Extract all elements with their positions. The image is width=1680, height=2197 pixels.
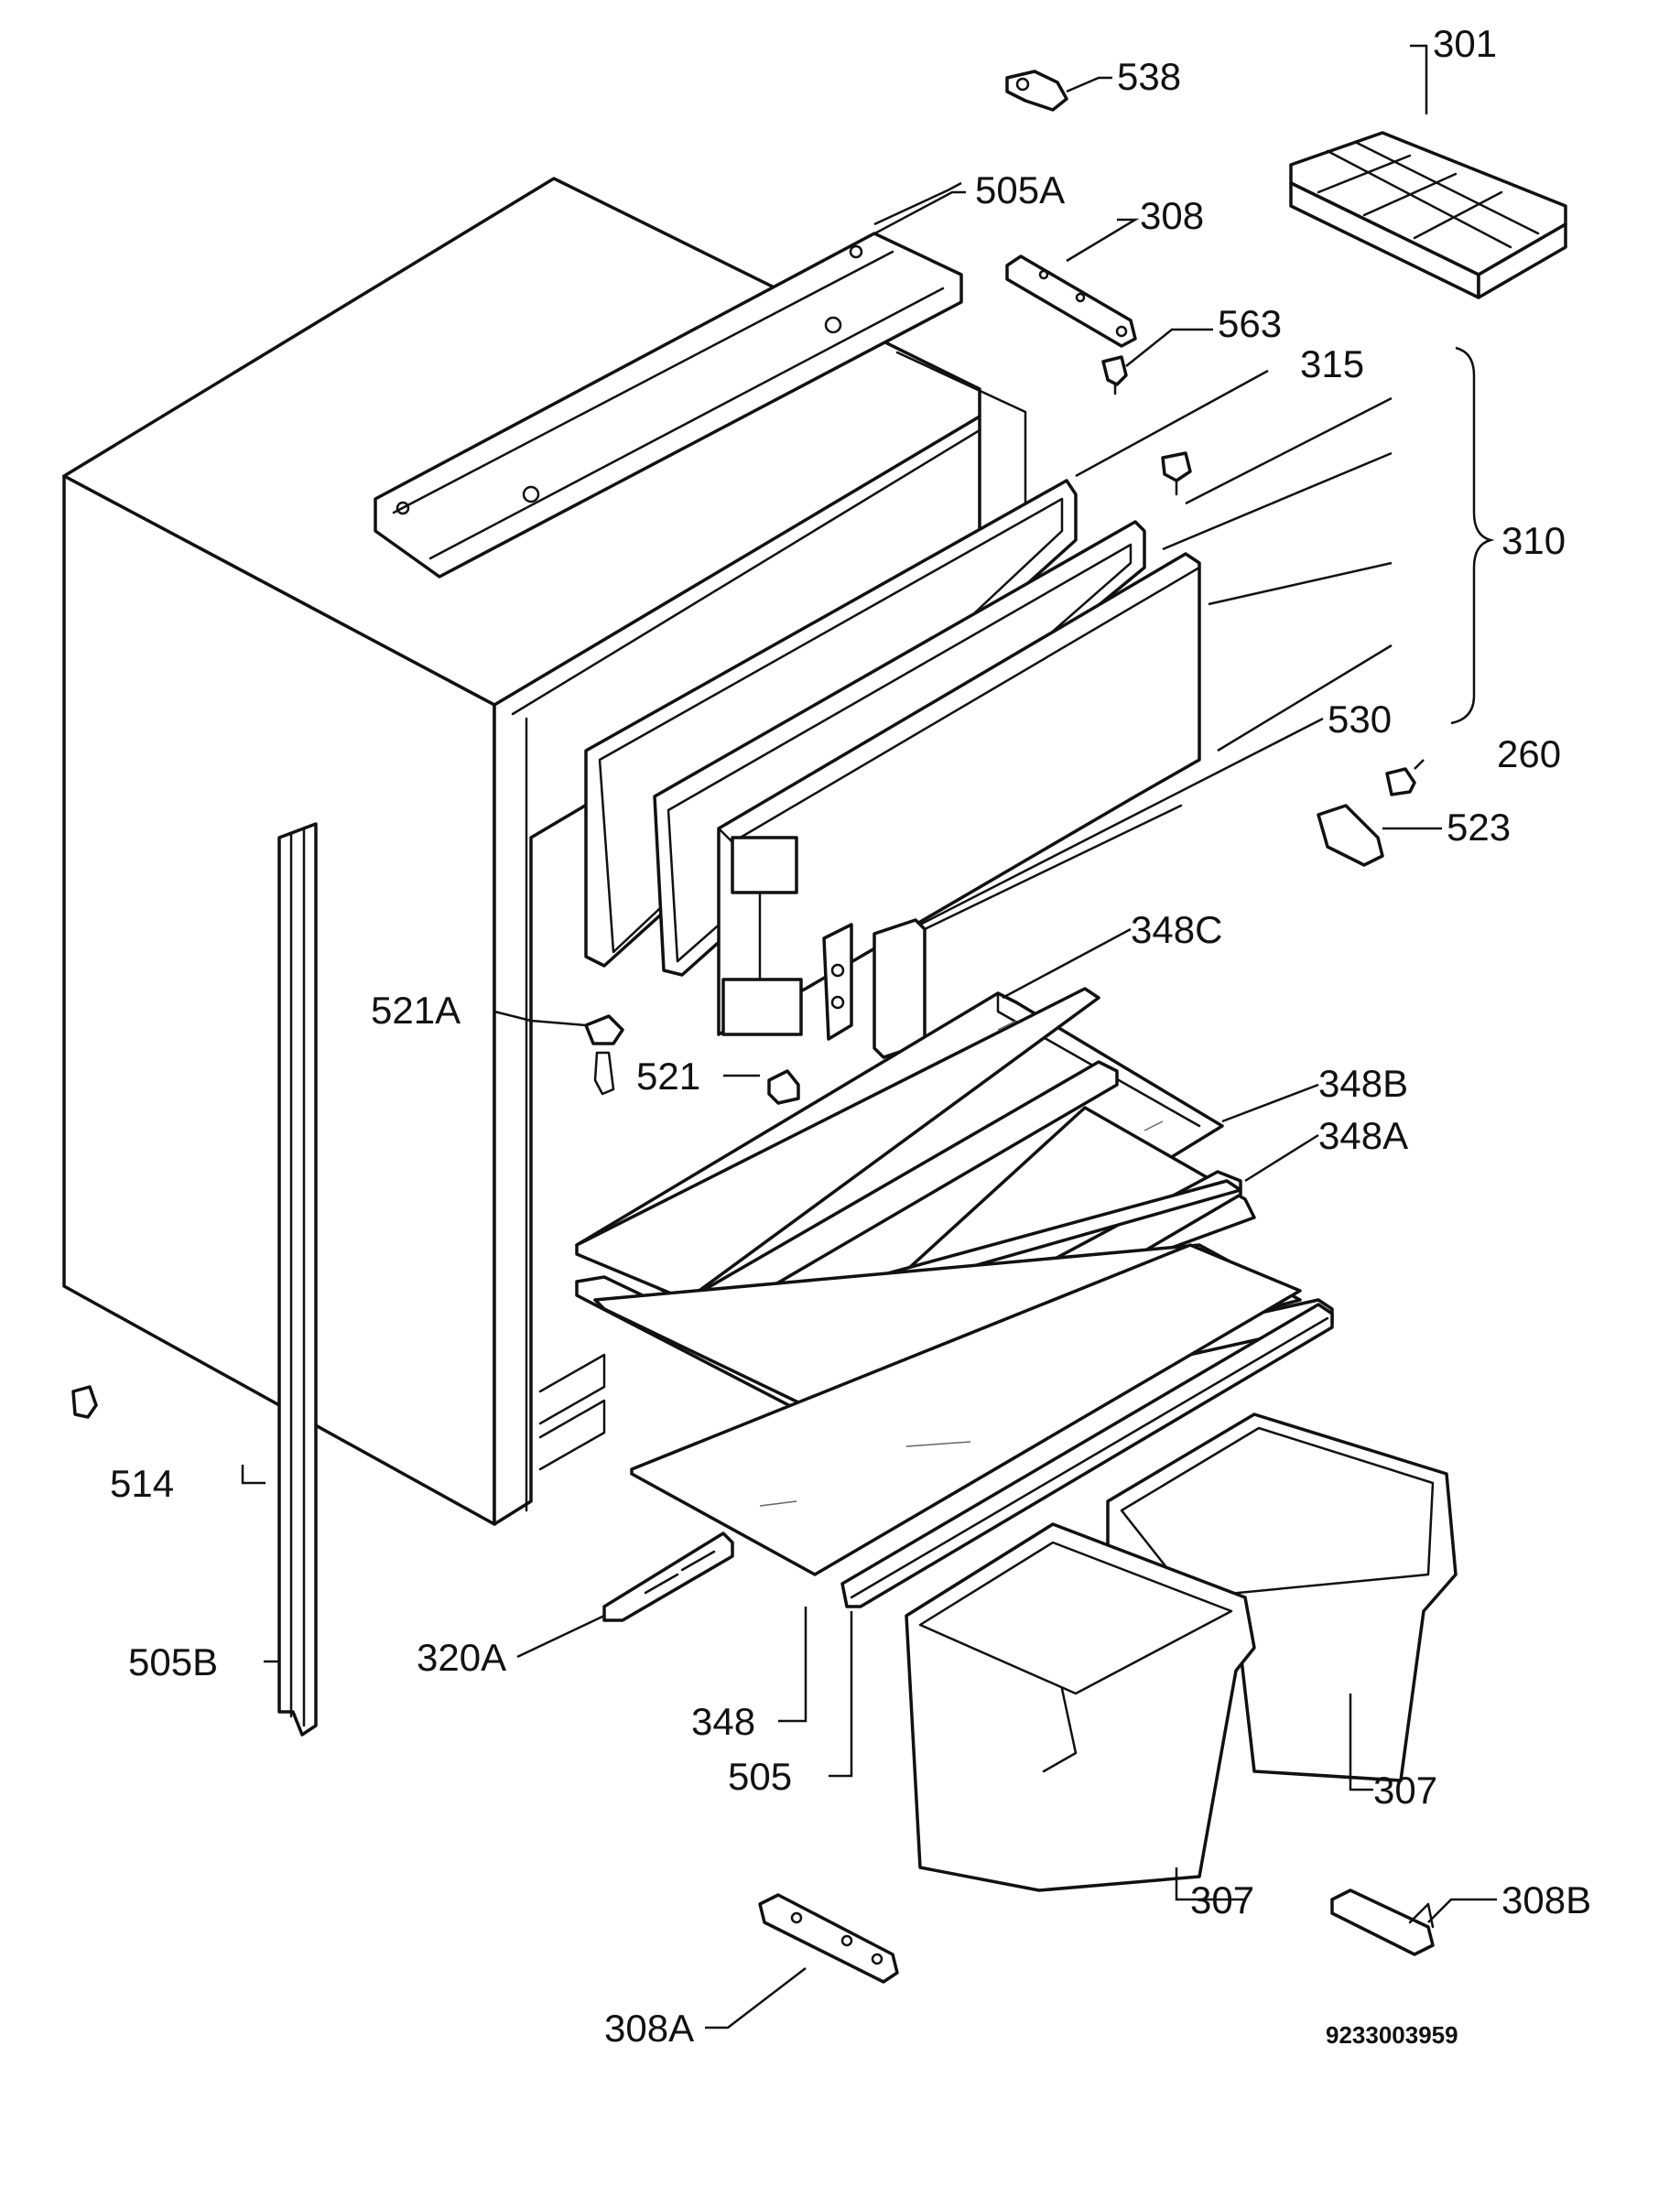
trim-strip-505b — [277, 822, 318, 1737]
label-538: 538 — [1117, 55, 1181, 98]
label-310: 310 — [1501, 519, 1566, 562]
label-308: 308 — [1140, 194, 1204, 237]
front-strip-505 — [840, 1303, 1334, 1608]
screw-563 — [1101, 355, 1128, 395]
label-348c: 348C — [1131, 908, 1222, 951]
hinge-plate-308a — [758, 1893, 899, 1984]
bracket-320a — [602, 1531, 734, 1622]
label-514: 514 — [110, 1462, 174, 1505]
hinge-plate-308b — [1330, 1889, 1435, 1956]
label-260: 260 — [1497, 732, 1561, 775]
screw-514 — [71, 1385, 98, 1419]
label-530: 530 — [1328, 698, 1392, 741]
hinge-plate-308 — [1005, 254, 1137, 348]
label-301: 301 — [1433, 22, 1497, 65]
glass-shelf-348 — [630, 1243, 1302, 1576]
screw-315 — [1161, 451, 1192, 496]
label-315: 315 — [1300, 342, 1364, 385]
label-308b: 308B — [1501, 1878, 1591, 1921]
label-523: 523 — [1447, 806, 1511, 849]
label-505a: 505A — [975, 168, 1065, 211]
clip-260 — [1385, 767, 1416, 796]
ice-tray-301 — [1289, 131, 1567, 299]
lamp-holder-523 — [1317, 804, 1384, 867]
door-assembly-310 — [584, 479, 1201, 1036]
label-308a: 308A — [604, 2007, 694, 2050]
label-348b: 348B — [1318, 1062, 1408, 1105]
clip-521a — [584, 1014, 624, 1096]
label-505b: 505B — [128, 1640, 218, 1683]
label-505: 505 — [728, 1755, 792, 1798]
label-521: 521 — [636, 1055, 700, 1098]
hinge-538 — [1005, 70, 1068, 112]
top-cover-505a — [374, 232, 963, 579]
leader-lines — [241, 44, 1497, 2029]
label-348: 348 — [691, 1700, 755, 1743]
label-320a: 320A — [417, 1636, 506, 1679]
label-348a: 348A — [1318, 1114, 1408, 1157]
part-labels: 301 538 505A 308 563 315 310 530 260 523… — [110, 22, 1591, 2050]
clip-521 — [767, 1069, 800, 1105]
drawer-307-front — [905, 1522, 1256, 1892]
label-521a: 521A — [371, 989, 461, 1032]
label-563: 563 — [1218, 302, 1282, 345]
label-307-front: 307 — [1190, 1878, 1254, 1921]
label-307-back: 307 — [1373, 1769, 1437, 1812]
drawing-number: 9233003959 — [1326, 2021, 1458, 2049]
